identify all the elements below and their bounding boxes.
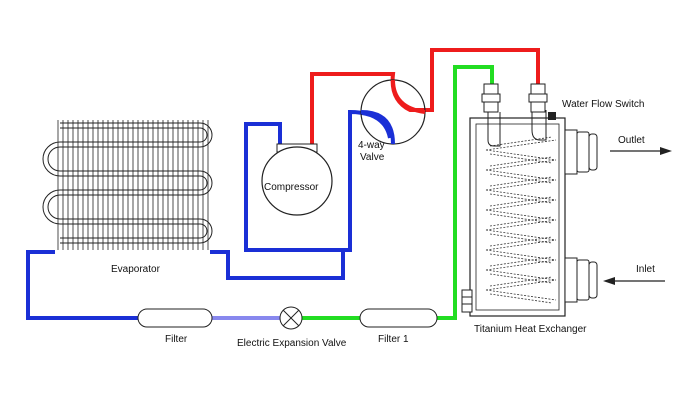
filter: Filter: [137, 308, 213, 345]
suction-pipe-compressor: [244, 122, 343, 252]
suction-pipe-evaporator-valve: [210, 109, 392, 280]
compressor-body: [261, 146, 333, 216]
evaporator-label: Evaporator: [111, 264, 161, 275]
titanium-heat-exchanger: Water Flow Switch Titanium Heat Exchange…: [461, 83, 644, 335]
evaporator-fins: [57, 120, 209, 250]
fitting-left: [481, 83, 501, 113]
heat-exchanger-label: Titanium Heat Exchanger: [474, 324, 587, 335]
inlet-union: [564, 257, 598, 303]
evaporator-coil: [42, 122, 213, 244]
filter-label: Filter: [165, 334, 188, 345]
electric-expansion-valve: Electric Expansion Valve: [237, 306, 347, 349]
outlet-arrow: [610, 147, 672, 155]
drain-plug: [461, 289, 473, 313]
heat-exchanger-shell: [469, 117, 566, 317]
heat-exchanger-inner-pipes: [487, 110, 547, 147]
valve-label-line2: Valve: [360, 152, 385, 163]
heat-exchanger-coil: [485, 136, 557, 304]
inlet-label: Inlet: [636, 264, 655, 275]
compressor-label: Compressor: [264, 182, 319, 193]
outlet-label: Outlet: [618, 135, 645, 146]
suction-pipe-evaporator-filter: [26, 250, 140, 320]
expansion-valve-label: Electric Expansion Valve: [237, 338, 347, 349]
valve-label-line1: 4-way: [358, 140, 385, 151]
fitting-right: [528, 83, 548, 113]
liquid-pipe-filter1-heat-exchanger: [437, 65, 494, 320]
water-flow-switch: [548, 112, 556, 120]
inlet-arrow: [603, 277, 665, 285]
four-way-valve: 4-way Valve: [358, 79, 426, 163]
evaporator: Evaporator: [42, 120, 213, 275]
outlet-union: [564, 129, 598, 175]
compressor: Compressor: [261, 143, 333, 216]
water-flow-switch-label: Water Flow Switch: [562, 99, 644, 110]
filter1-label: Filter 1: [378, 334, 409, 345]
filter-1: Filter 1: [359, 308, 438, 345]
